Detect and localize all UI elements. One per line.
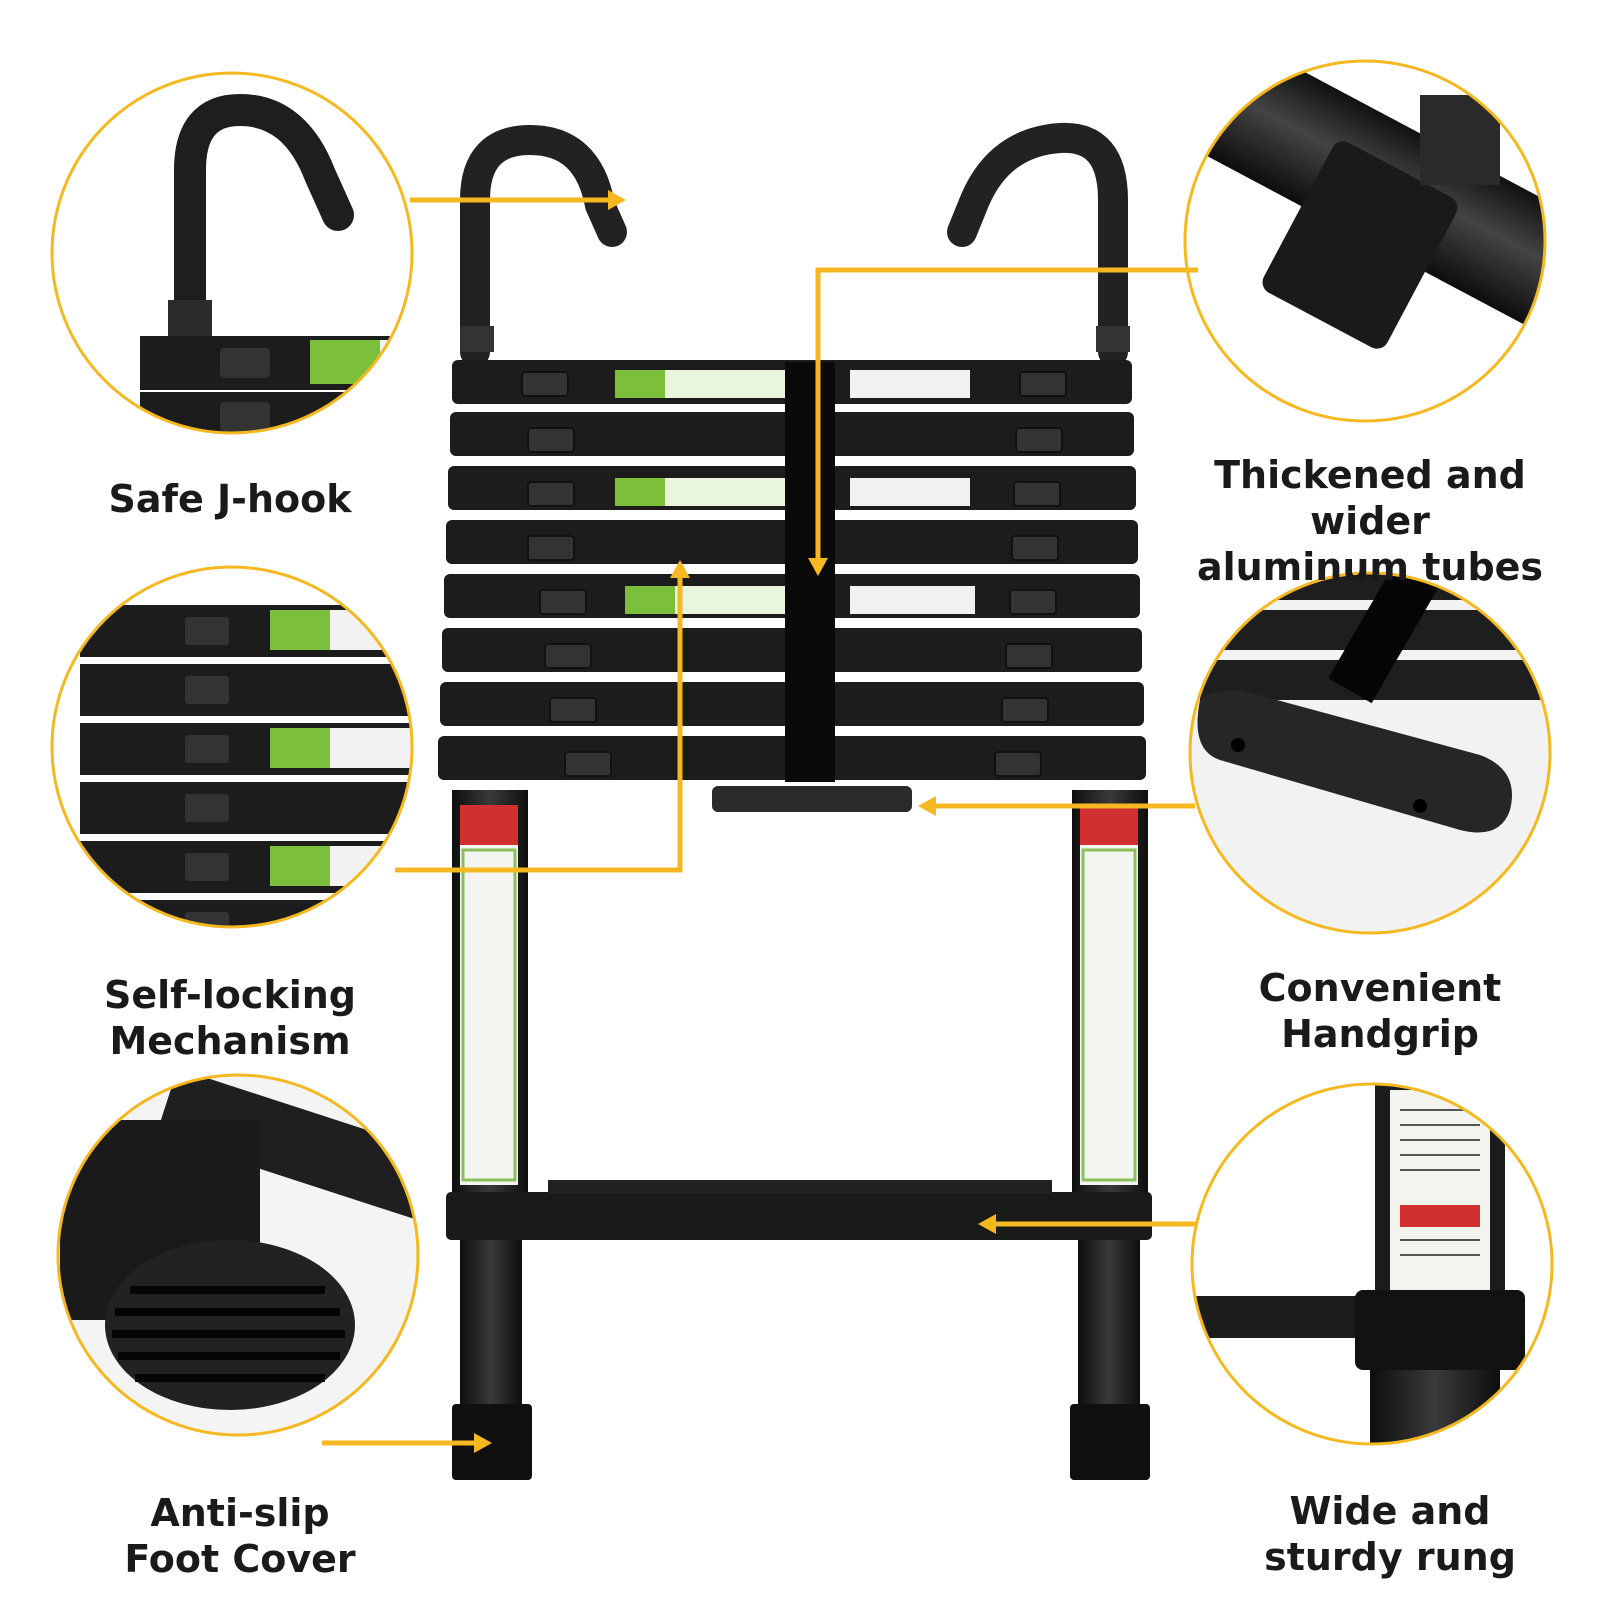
label-line: Anti-slip <box>150 1491 330 1535</box>
feature-label-self-locking: Self-locking Mechanism <box>60 972 400 1064</box>
left-j-hook <box>460 124 627 367</box>
feature-label-j-hook: Safe J-hook <box>60 476 400 522</box>
feature-label-tubes: Thickened and wider aluminum tubes <box>1150 452 1590 590</box>
ladder-handgrip <box>712 786 912 812</box>
bottom-rung <box>446 1192 1152 1240</box>
right-foot-cover <box>1070 1404 1150 1480</box>
detail-circle-j-hook <box>50 71 414 435</box>
label-line: Handgrip <box>1281 1012 1479 1056</box>
left-foot-cover <box>452 1404 532 1480</box>
right-j-hook <box>947 122 1128 367</box>
telescopic-ladder <box>438 122 1152 1480</box>
label-line: Safe J-hook <box>108 477 352 521</box>
callout-arrows <box>322 197 1198 1446</box>
feature-label-rung: Wide and sturdy rung <box>1200 1488 1580 1580</box>
label-line: sturdy rung <box>1264 1535 1516 1579</box>
detail-circle-tube <box>1183 59 1547 423</box>
feature-label-foot-cover: Anti-slip Foot Cover <box>70 1490 410 1582</box>
detail-circle-self-locking <box>50 565 414 929</box>
label-line: Mechanism <box>109 1019 351 1063</box>
velcro-strap <box>785 362 835 782</box>
label-line: Self-locking <box>103 973 356 1017</box>
label-line: aluminum tubes <box>1196 545 1544 589</box>
label-line: Convenient <box>1258 966 1502 1010</box>
detail-circle-rung <box>1190 1082 1554 1446</box>
callout-arrowheads <box>474 190 996 1453</box>
label-line: Wide and <box>1289 1489 1491 1533</box>
detail-circle-handgrip <box>1188 571 1552 935</box>
label-line: Foot Cover <box>124 1537 356 1581</box>
warning-stickers <box>615 370 975 614</box>
feature-label-handgrip: Convenient Handgrip <box>1190 965 1570 1057</box>
label-line: Thickened and wider <box>1214 453 1526 543</box>
detail-circle-foot-cover <box>56 1073 420 1437</box>
